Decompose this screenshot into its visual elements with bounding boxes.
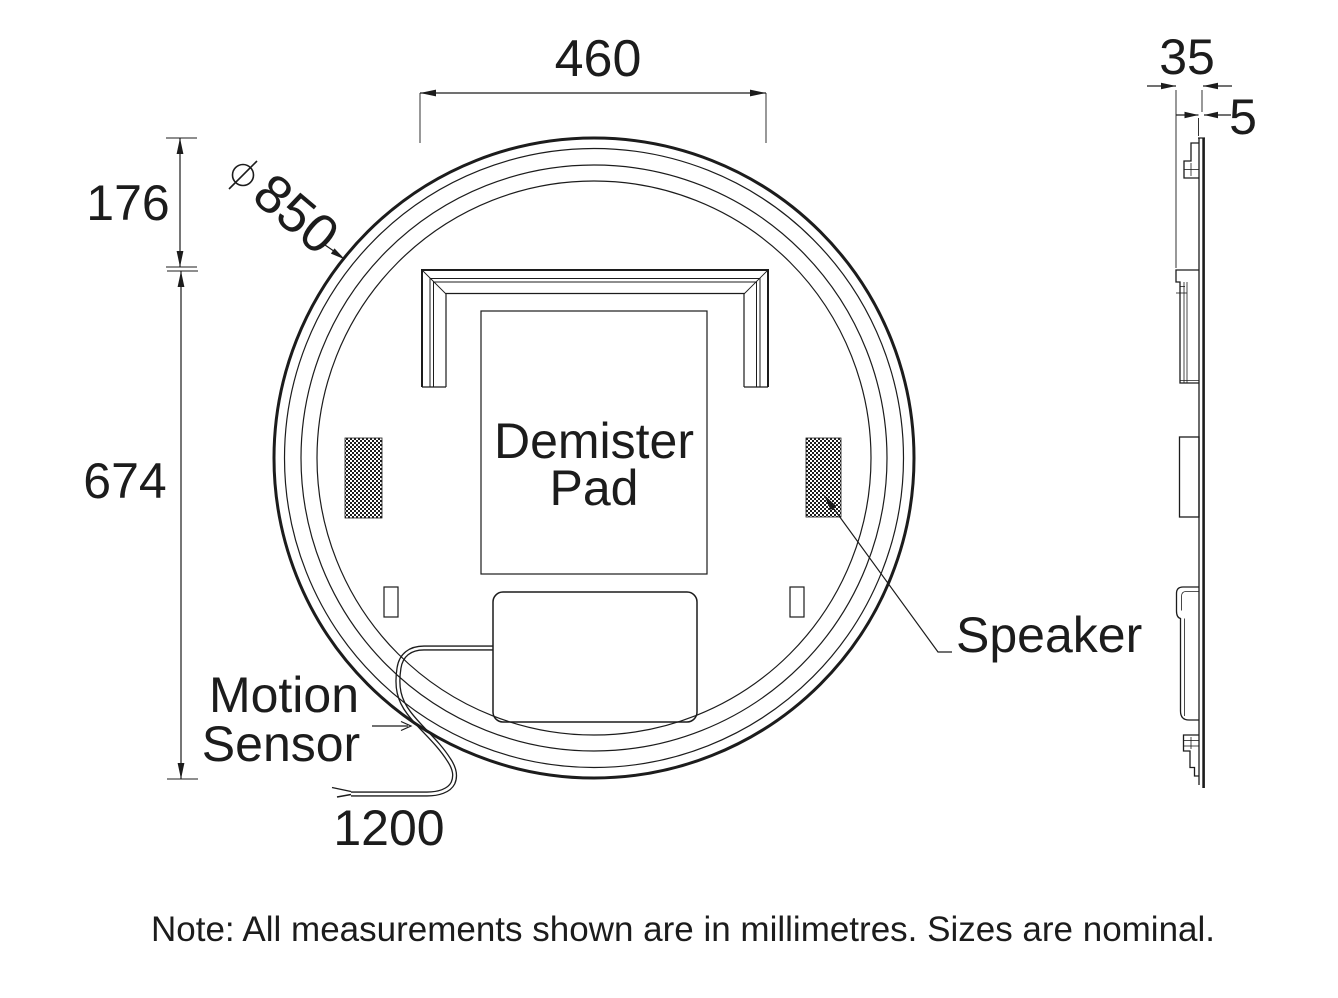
motion-sensor-label-line1: Motion — [209, 667, 359, 723]
side-bracket-bottom — [1182, 734, 1199, 777]
cable-end-icon — [331, 786, 352, 798]
dim-35-arrow-left-icon — [1161, 82, 1176, 90]
motion-sensor-arrowhead-icon — [400, 720, 413, 732]
dimension-5: 5 — [1176, 89, 1257, 145]
speaker-arrowhead-icon — [824, 495, 837, 511]
dim-176-arrow-up-icon — [176, 138, 184, 154]
clip-left — [383, 586, 399, 618]
bracket-outer-line — [421, 269, 769, 387]
dim-674-label: 674 — [83, 453, 166, 509]
dim-35-label: 35 — [1159, 29, 1215, 85]
bracket-inner-edge — [445, 292, 745, 387]
demister-pad-label-line2: Pad — [550, 460, 639, 516]
demister-pad-label-line1: Demister — [494, 413, 694, 469]
mirror-front-view: Demister Pad Speaker Motion Sensor 1200 — [202, 136, 1142, 856]
motion-sensor-callout: Motion Sensor — [202, 667, 413, 772]
side-bracket-hanging — [1175, 269, 1199, 384]
power-cable — [331, 645, 493, 798]
dimension-674: 674 — [83, 270, 198, 780]
side-bracket-top — [1183, 142, 1199, 179]
speaker-right — [805, 437, 842, 518]
cable-core — [351, 646, 493, 796]
led-ring-middle — [300, 164, 888, 752]
speaker-callout: Speaker — [824, 495, 1142, 663]
speaker-leader-line — [825, 497, 952, 653]
cable-outline — [351, 645, 493, 797]
dimension-176: 176 — [86, 137, 197, 268]
bracket-miter-left — [421, 269, 447, 295]
dim-176-label: 176 — [86, 175, 169, 231]
dim-176-arrow-down-icon — [176, 251, 184, 267]
dim-460-label: 460 — [555, 30, 642, 88]
clip-right — [789, 586, 805, 618]
dim-5-label: 5 — [1229, 89, 1257, 145]
dim-460-arrow-right-icon — [750, 89, 766, 97]
dim-5-arrow-left-icon — [1184, 111, 1199, 119]
mirror-outer-edge — [272, 136, 916, 780]
cable-length-label: 1200 — [333, 800, 444, 856]
side-speaker-box — [1178, 436, 1200, 518]
dimension-35: 35 — [1147, 29, 1232, 268]
junction-box — [492, 591, 698, 723]
led-ring-outer — [283, 147, 905, 769]
dim-674-arrow-up-icon — [177, 271, 185, 287]
dim-5-arrow-right-icon — [1204, 111, 1218, 119]
hanging-bracket-front — [421, 269, 769, 388]
bracket-inner-line-2 — [433, 281, 757, 387]
dim-674-arrow-down-icon — [177, 763, 185, 779]
dim-460-arrow-left-icon — [420, 89, 436, 97]
dim-35-arrow-right-icon — [1203, 82, 1218, 90]
dimension-460: 460 — [419, 30, 767, 143]
bracket-miter-right — [743, 269, 769, 295]
speaker-left — [344, 437, 383, 519]
diameter-callout: 850 — [228, 160, 350, 266]
diameter-arrowhead-icon — [330, 248, 345, 260]
led-ring-inner — [316, 180, 872, 736]
diameter-symbol-icon — [228, 160, 258, 190]
motion-sensor-label-line2: Sensor — [202, 716, 360, 772]
speaker-label: Speaker — [956, 607, 1142, 663]
mirror-side-profile-view: 35 5 — [1147, 29, 1257, 788]
demister-pad-area — [480, 310, 708, 575]
bracket-inner-line-1 — [429, 278, 761, 387]
measurement-note: Note: All measurements shown are in mill… — [151, 910, 1215, 949]
side-junction-box — [1175, 586, 1199, 721]
